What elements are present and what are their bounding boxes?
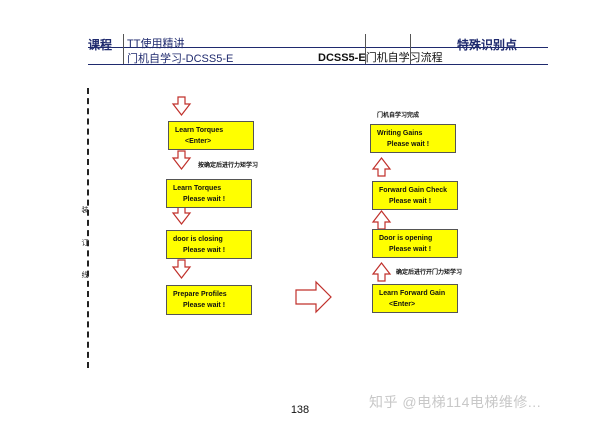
left-box-door-closing: door is closing Please wait !	[166, 230, 252, 259]
header-divider-1	[123, 34, 124, 64]
flow-title: DCSS5-E门机自学习流程	[318, 49, 443, 65]
section-title: 门机自学习-DCSS5-E	[127, 53, 234, 65]
binding-char-2: 订	[81, 240, 89, 247]
left-box-prepare-profiles: Prepare Profiles Please wait !	[166, 285, 252, 315]
right-box-2-line1: Forward Gain Check	[379, 187, 448, 194]
left-box-4-line1: Prepare Profiles	[173, 291, 227, 298]
right-box-forward-gain-check: Forward Gain Check Please wait !	[372, 181, 458, 210]
right-box-4-line2: <Enter>	[389, 301, 416, 308]
header-rule-top	[88, 47, 548, 48]
left-box-learn-torques-wait: Learn Torques Please wait !	[166, 179, 252, 208]
right-note-1: 确定后进行开门力矩学习	[396, 270, 463, 276]
up-arrow-3	[371, 262, 392, 282]
down-arrow-4	[171, 259, 192, 279]
transition-arrow	[295, 280, 332, 314]
right-box-door-opening: Door is opening Please wait !	[372, 229, 458, 258]
left-box-learn-torques-enter: Learn Torques <Enter>	[168, 121, 254, 150]
left-box-1-line2: <Enter>	[185, 138, 212, 145]
right-box-3-line1: Door is opening	[379, 235, 433, 242]
down-arrow-3	[171, 205, 192, 225]
up-arrow-1	[371, 157, 392, 177]
right-box-writing-gains: Writing Gains Please wait !	[370, 124, 456, 153]
header-divider-2	[365, 34, 366, 64]
right-box-2-line2: Please wait !	[389, 198, 432, 205]
down-arrow-1	[171, 96, 192, 116]
right-box-1-line1: Writing Gains	[377, 130, 423, 137]
flow-title-bold: DCSS5-E	[318, 52, 366, 64]
left-box-1-line1: Learn Torques	[175, 127, 224, 134]
binding-char-3: 线	[81, 272, 89, 279]
right-box-3-line2: Please wait !	[389, 246, 432, 253]
page-number: 138	[290, 404, 310, 416]
binding-dashed-line	[87, 88, 89, 368]
binding-char-1: 装	[81, 207, 89, 214]
left-box-3-line1: door is closing	[173, 236, 223, 243]
right-done-note: 门机自学习完成	[377, 113, 420, 119]
header-divider-3	[410, 34, 411, 64]
watermark: 知乎 @电梯114电梯维修...	[369, 394, 542, 410]
right-box-4-line1: Learn Forward Gain	[379, 290, 446, 297]
left-box-4-line2: Please wait !	[183, 302, 226, 309]
right-box-1-line2: Please wait !	[387, 141, 430, 148]
right-box-learn-forward-gain: Learn Forward Gain <Enter>	[372, 284, 458, 313]
left-box-3-line2: Please wait !	[183, 247, 226, 254]
header-rule-bottom	[88, 64, 548, 65]
flow-title-rest: 门机自学习流程	[365, 52, 443, 64]
up-arrow-2	[371, 210, 392, 230]
left-box-2-line1: Learn Torques	[173, 185, 222, 192]
left-note-1: 按确定后进行力矩学习	[198, 163, 259, 169]
down-arrow-2	[171, 150, 192, 170]
course-label: 课程	[88, 38, 113, 52]
left-box-2-line2: Please wait !	[183, 196, 226, 203]
special-points-label: 特殊识别点	[457, 38, 518, 52]
